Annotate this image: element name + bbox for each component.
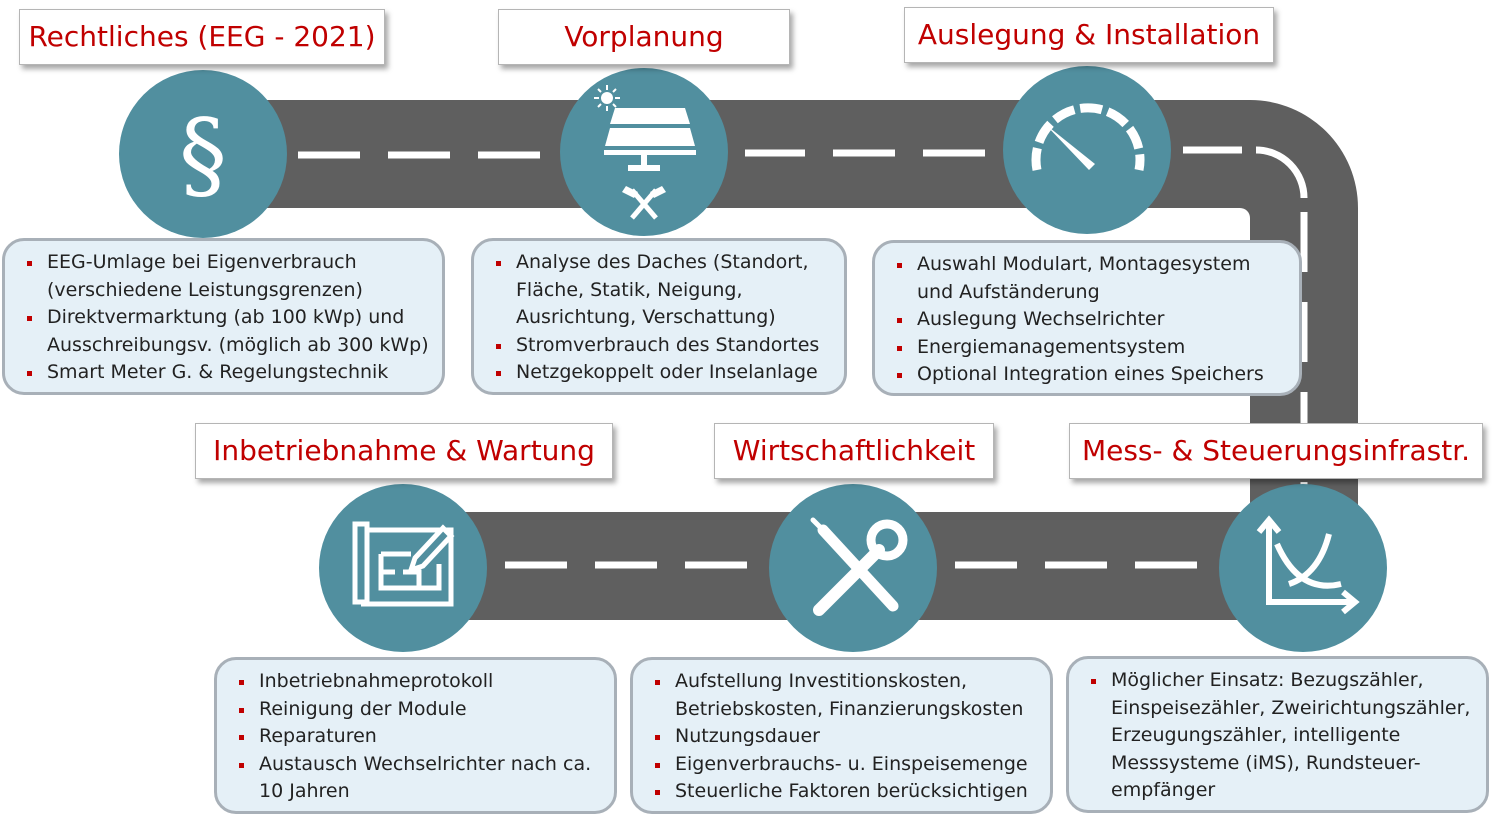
design-box: Auswahl Modulart, Montagesystem und Aufs…	[872, 240, 1302, 396]
list-item: Stromverbrauch des Standortes	[496, 332, 834, 360]
list-item: Analyse des Daches (Standort, Fläche, St…	[496, 249, 834, 332]
list-item: Auslegung Wechselrichter	[897, 306, 1289, 334]
tools-icon	[810, 517, 908, 616]
metering-box: Möglicher Einsatz: Bezugszähler, Einspei…	[1066, 656, 1489, 813]
list-item: Nutzungsdauer	[655, 723, 1040, 751]
legal-circle: §	[119, 70, 287, 238]
step-title-economics: Wirtschaftlichkeit	[714, 423, 994, 479]
economics-box: Aufstellung Investitionskosten, Betriebs…	[630, 657, 1053, 814]
list-item: Inbetriebnahmeprotokoll	[239, 668, 604, 696]
step-title-legal: Rechtliches (EEG - 2021)	[19, 9, 385, 65]
design-circle	[1003, 66, 1171, 234]
list-item: Austausch Wechselrichter nach ca. 10 Jah…	[239, 751, 604, 806]
list-item: Reinigung der Module	[239, 696, 604, 724]
list-item: Smart Meter G. & Regelungstechnik	[27, 359, 432, 387]
list-item: Netzgekoppelt oder Inselanlage	[496, 359, 834, 387]
step-title-planning: Vorplanung	[498, 9, 790, 65]
svg-text:§: §	[179, 99, 227, 211]
planning-circle	[560, 68, 728, 236]
paragraph-icon: §	[179, 99, 227, 211]
list-item: Direktvermarktung (ab 100 kWp) und Aussc…	[27, 304, 432, 359]
list-item: Auswahl Modulart, Montagesystem und Aufs…	[897, 251, 1289, 306]
list-item: Optional Integration eines Speichers	[897, 361, 1289, 389]
list-item: Energiemanagementsystem	[897, 334, 1289, 362]
solar-panel-icon	[594, 85, 696, 220]
list-item: Möglicher Einsatz: Bezugszähler, Einspei…	[1091, 667, 1476, 805]
legal-box: EEG-Umlage bei Eigenverbrauch (verschied…	[2, 238, 445, 395]
list-item: Reparaturen	[239, 723, 604, 751]
step-title-metering: Mess- & Steuerungsinfrastr.	[1069, 423, 1483, 479]
planning-box: Analyse des Daches (Standort, Fläche, St…	[471, 238, 847, 395]
gauge-icon	[1031, 103, 1145, 171]
list-item: Aufstellung Investitionskosten, Betriebs…	[655, 668, 1040, 723]
metering-circle	[1219, 484, 1387, 652]
list-item: Steuerliche Faktoren berücksichtigen	[655, 778, 1040, 806]
step-title-design: Auslegung & Installation	[904, 7, 1274, 63]
economics-circle	[769, 484, 937, 652]
step-title-commissioning: Inbetriebnahme & Wartung	[195, 423, 613, 479]
chart-curve-icon	[1256, 515, 1360, 615]
list-item: EEG-Umlage bei Eigenverbrauch (verschied…	[27, 249, 432, 304]
blueprint-icon	[352, 521, 455, 607]
commissioning-circle	[319, 484, 487, 652]
list-item: Eigenverbrauchs- u. Einspeisemenge	[655, 751, 1040, 779]
